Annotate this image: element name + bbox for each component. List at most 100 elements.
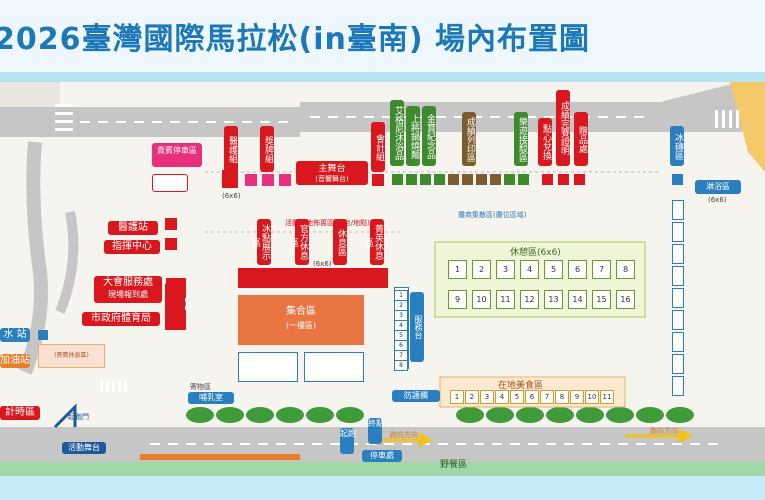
vendor-note: 攤商集散區(攤位區域) — [458, 211, 527, 219]
booth-block — [165, 218, 177, 230]
booth-block — [406, 174, 417, 185]
baggage-group-1 — [238, 352, 298, 382]
first-aid-label: 醫護組 — [224, 126, 238, 172]
rest-tent: 8 — [616, 260, 635, 279]
booth-block — [165, 284, 185, 330]
booth-block — [434, 174, 445, 185]
title-bar: 2026臺灣國際馬拉松(in臺南) 場內布置圖 — [0, 0, 765, 80]
food-booth: 9 — [570, 390, 584, 404]
booth-block — [448, 174, 459, 185]
photo-print-label: 成績列印區 — [462, 112, 476, 166]
bib-number: 8 — [394, 360, 408, 371]
right-column-tent — [672, 244, 684, 264]
rest-tent: 4 — [520, 260, 539, 279]
gift-label: 贈品處 — [574, 112, 588, 166]
rest-tent: 10 — [472, 290, 491, 309]
stage-label: 主舞台(音響舞台) — [296, 161, 368, 185]
rest-area-label: 休息區 — [333, 219, 347, 265]
right-column-tent — [672, 266, 684, 286]
rest-tent: 14 — [568, 290, 587, 309]
stage-sub: (音響舞台) — [315, 175, 349, 183]
booth-block — [476, 174, 487, 185]
elite-rest-label: 菁英休息區 — [363, 219, 384, 265]
food-booth: 10 — [585, 390, 599, 404]
rest-tent: 16 — [616, 290, 635, 309]
booth-block — [462, 174, 473, 185]
booth-block — [372, 174, 384, 186]
bottom-band — [0, 476, 765, 500]
vip-parking-label: 貴賓停車區 — [152, 143, 202, 167]
right-column-tent — [672, 200, 684, 220]
stage2-label: 活動舞台 — [62, 442, 106, 454]
booth-title: 在地美食區 — [498, 381, 544, 391]
main-hall: 集合區 (一樓區) — [238, 295, 364, 345]
rest-tent: 12 — [520, 290, 539, 309]
sponsor2-label: 上將鍋燒麵 — [406, 106, 420, 166]
booth-block — [518, 174, 529, 185]
food-area-label: 野餐區 — [440, 460, 468, 470]
main-hall-sub: (一樓區) — [285, 321, 317, 330]
rest-tent: 11 — [496, 290, 515, 309]
rest-tent: 7 — [592, 260, 611, 279]
stage-name: 主舞台 — [318, 164, 346, 174]
medical-station-label: 醫護站 — [108, 221, 158, 235]
tent-row — [238, 268, 388, 288]
food-booth: 6 — [525, 390, 539, 404]
rest-tent: 9 — [448, 290, 467, 309]
food-booth: 11 — [600, 390, 614, 404]
vip-lounge: (貴賓休息區) — [38, 344, 105, 368]
food-booth: 2 — [465, 390, 479, 404]
booth-block — [490, 174, 501, 185]
booth-block — [542, 174, 553, 185]
food-booth: 5 — [510, 390, 524, 404]
start-label: 起跑 — [340, 428, 356, 454]
size-note: (6x6) — [222, 192, 241, 200]
awards-label: 獎牌組 — [260, 126, 274, 172]
food-booth: 7 — [540, 390, 554, 404]
rest-tent: 2 — [472, 260, 491, 279]
ice-display-label: 冰點展示區 — [250, 219, 271, 265]
food-booth: 3 — [480, 390, 494, 404]
booth-block — [420, 174, 431, 185]
main-hall-name: 集合區 — [286, 306, 316, 317]
food-booth: 4 — [495, 390, 509, 404]
shower-label: 淋浴區 — [695, 180, 741, 194]
rest-tent: 5 — [544, 260, 563, 279]
start-area-label: 起跑門 — [68, 413, 89, 421]
city-label: 市政府體育局 — [82, 312, 160, 326]
food-booth: 8 — [555, 390, 569, 404]
booth-block — [504, 174, 515, 185]
size-note-center: (6x6) — [313, 260, 332, 268]
right-column-tent — [672, 310, 684, 330]
sponsor3-label: 金寶紀念品 — [422, 106, 436, 166]
cheer-label: 加油站 — [0, 354, 30, 368]
rest-tent: 13 — [544, 290, 563, 309]
service-name: 大會服務處 — [103, 277, 153, 288]
timing-label: 計時區 — [0, 406, 40, 420]
parking-label: 停車處 — [362, 450, 402, 462]
ice-label: 冰磚區 — [670, 126, 684, 166]
rest-tent: 1 — [448, 260, 467, 279]
baggage-group-2 — [304, 352, 364, 382]
booth-block — [245, 174, 257, 186]
service-label: 大會服務處現場報到處 — [94, 276, 162, 303]
finish-label: 終點 — [368, 418, 384, 444]
official-rest-label: 官方休息區 — [288, 219, 309, 265]
right-column-tent — [672, 376, 684, 396]
right-column-tent — [672, 354, 684, 374]
right-column-tent — [672, 288, 684, 308]
right-column-tent — [672, 332, 684, 352]
booth-block — [279, 174, 291, 186]
booth-block — [38, 330, 48, 340]
food-booth: 1 — [450, 390, 464, 404]
service-sub: 現場報到處 — [108, 290, 148, 299]
booth-block — [392, 174, 403, 185]
certificate-label: 成績完賽證明 — [556, 90, 570, 166]
sponsor1-label: 艾格尼沐浴品 — [390, 100, 404, 166]
orange-strip — [140, 454, 300, 460]
water-label: 水 站 — [0, 328, 30, 342]
right-column-tent — [672, 222, 684, 242]
rest-tent: 3 — [496, 260, 515, 279]
rest-area-title: 休憩區(6x6) — [510, 248, 561, 258]
page-title: 2026臺灣國際馬拉松(in臺南) 場內布置圖 — [0, 22, 591, 57]
